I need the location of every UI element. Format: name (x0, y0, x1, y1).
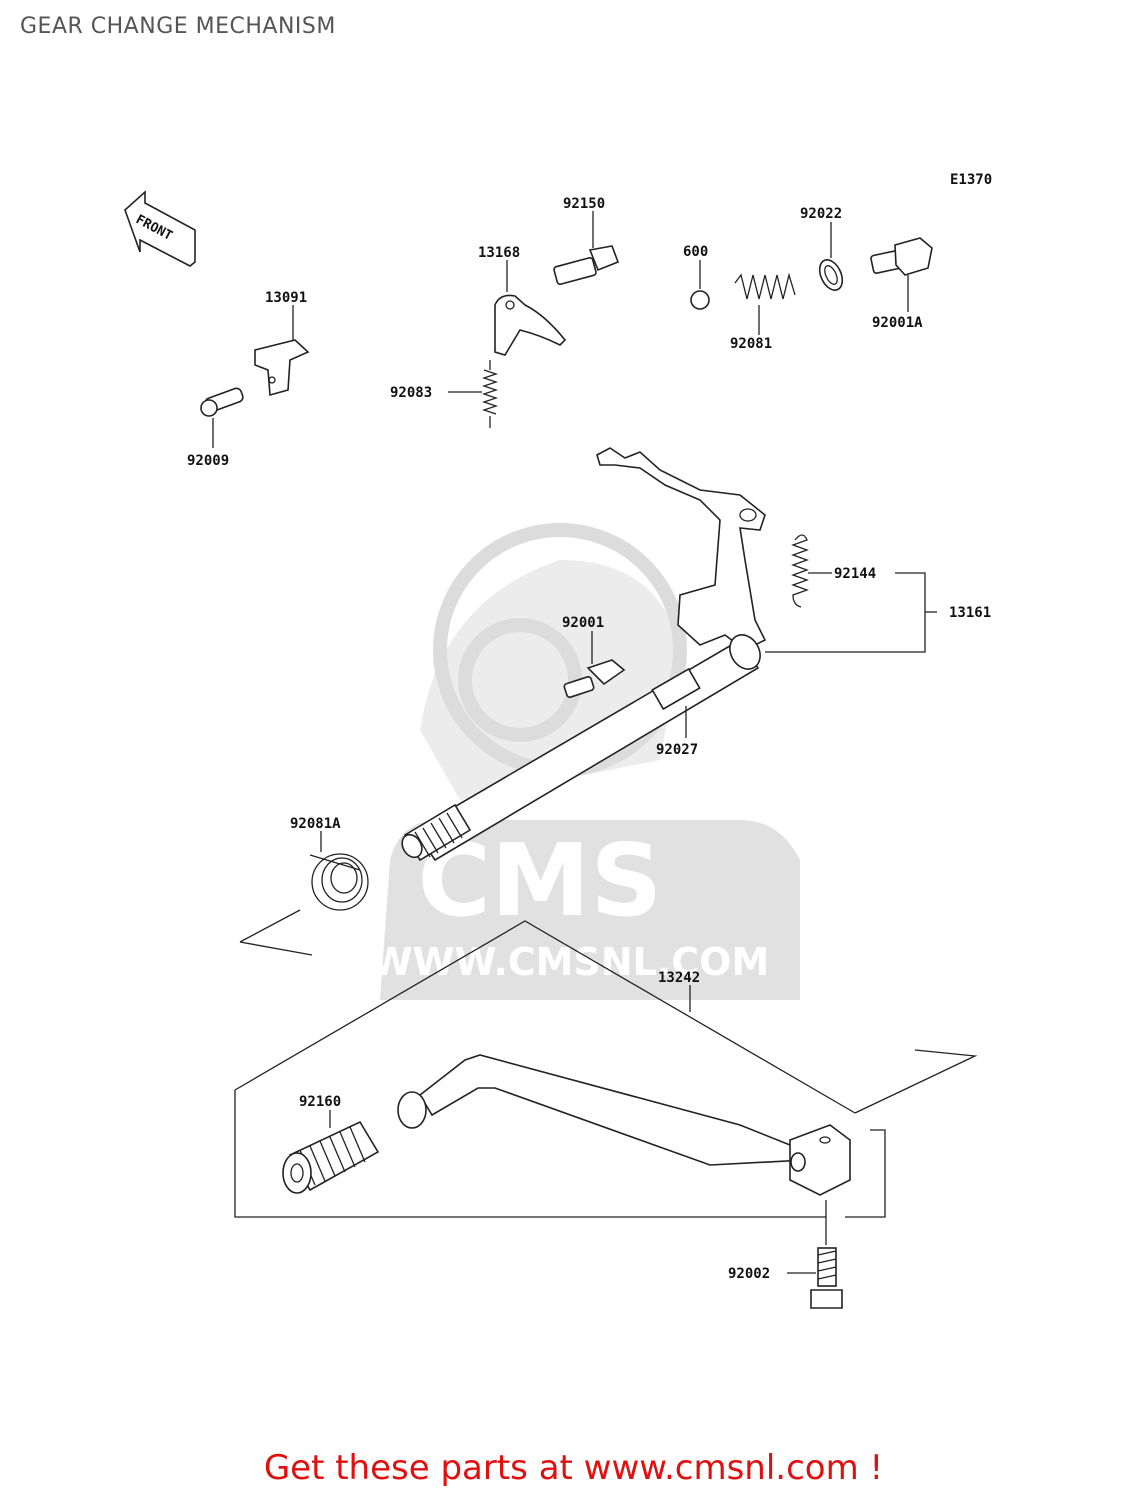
label-92160: 92160 (299, 1094, 341, 1110)
part-92001a-plug: 92001A (870, 237, 933, 331)
label-92022: 92022 (800, 206, 842, 222)
diagram-code: E1370 (950, 172, 992, 188)
part-92144-spring: 92144 (791, 534, 876, 608)
part-92083-spring: 92083 (390, 360, 499, 428)
part-92009-screw: 92009 (187, 387, 244, 469)
label-13168: 13168 (478, 245, 520, 261)
part-92022-washer: 92022 (800, 206, 844, 291)
part-600-ball: 600 (683, 244, 710, 310)
front-arrow-icon: FRONT (124, 190, 196, 267)
part-13091-bracket: 13091 (254, 290, 310, 397)
label-92009: 92009 (187, 453, 229, 469)
label-92081A: 92081A (290, 816, 341, 832)
label-92027: 92027 (656, 742, 698, 758)
part-92081a-spring: 92081A (290, 816, 369, 911)
part-92001-bolt: 92001 (562, 615, 626, 699)
part-13242-shift-pedal: 13242 (234, 909, 978, 1218)
label-13091: 13091 (265, 290, 307, 306)
cms-watermark: CMS WWW.CMSNL.COM (371, 523, 800, 1000)
label-92001: 92001 (562, 615, 604, 631)
part-92150-bolt: 92150 (553, 196, 620, 285)
part-92081-spring: 92081 (730, 272, 796, 352)
label-92081: 92081 (730, 336, 772, 352)
label-600: 600 (683, 244, 708, 260)
label-92144: 92144 (834, 566, 876, 582)
label-92083: 92083 (390, 385, 432, 401)
part-13168-stopper: 13168 (478, 245, 567, 356)
label-92001A: 92001A (872, 315, 923, 331)
label-92150: 92150 (563, 196, 605, 212)
part-92002-bolt: 92002 (728, 1200, 843, 1309)
footer-link-text[interactable]: Get these parts at www.cmsnl.com ! (263, 1448, 884, 1488)
part-92027-collar: 92027 (656, 706, 698, 758)
part-13161-shift-shaft: 13161 (401, 447, 991, 862)
label-13242: 13242 (658, 970, 700, 986)
label-13161: 13161 (949, 605, 991, 621)
page-title: GEAR CHANGE MECHANISM (20, 14, 336, 39)
label-92002: 92002 (728, 1266, 770, 1282)
part-92160-rubber: 92160 (282, 1094, 380, 1194)
